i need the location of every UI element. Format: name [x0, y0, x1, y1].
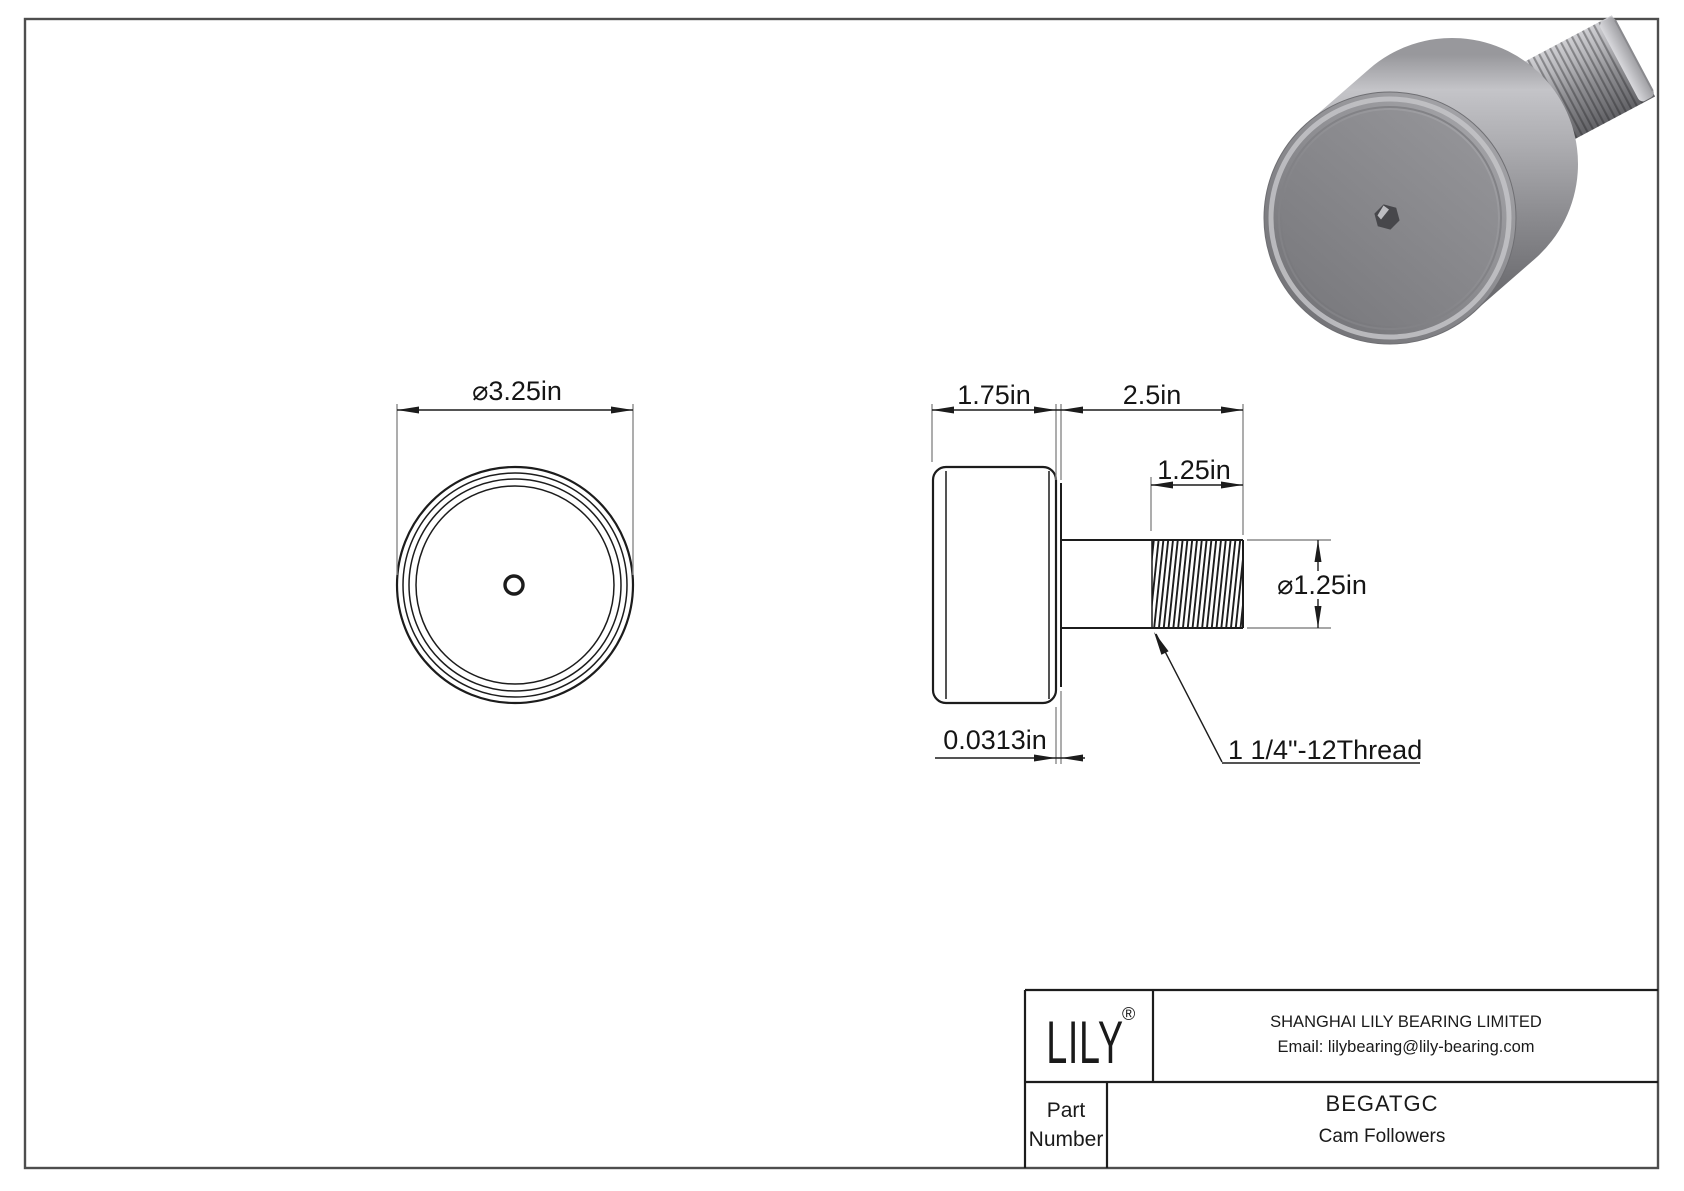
stud-diameter-label: ⌀1.25in: [1272, 571, 1372, 599]
thread-length-label: 1.25in: [1157, 455, 1231, 485]
iso-3d-render: [1263, 15, 1656, 345]
side-view-roller: [931, 465, 1062, 705]
part-number-value: BEGATGC: [1325, 1091, 1439, 1116]
front-view-center-hole: [503, 574, 525, 596]
company-email: Email: lilybearing@lily-bearing.com: [1277, 1038, 1535, 1056]
part-number-label-line1: Part: [1046, 1099, 1086, 1122]
page-border: [23, 17, 1660, 1170]
side-view-drawing: [931, 404, 1420, 764]
side-view-stud: [1061, 539, 1244, 629]
side-view-extension-lines: [931, 404, 1331, 764]
side-view-top-dimensions: [932, 406, 1243, 414]
front-view-diameter-dimension: [397, 406, 633, 414]
side-view-flange-offset-dimension: [935, 754, 1085, 762]
side-view-thread-leader: [1154, 632, 1420, 764]
front-view-drawing: [395, 404, 635, 705]
flange-offset-label: 0.0313in: [943, 725, 1047, 755]
stud-length-label: 2.5in: [1122, 380, 1182, 410]
front-view-diameter-label: ⌀3.25in: [472, 376, 562, 406]
part-number-label-line2: Number: [1028, 1128, 1104, 1151]
front-view-extension-lines: [396, 404, 634, 575]
roller-width-label: 1.75in: [957, 380, 1031, 410]
lily-logo: LILY: [1046, 1009, 1124, 1076]
company-name: SHANGHAI LILY BEARING LIMITED: [1270, 1013, 1542, 1031]
part-category: Cam Followers: [1318, 1126, 1446, 1147]
registered-trademark-icon: ®: [1122, 1004, 1136, 1024]
title-block-grid: [1023, 988, 1658, 1168]
iso-face-rim-highlight: [1268, 96, 1512, 340]
iso-hex-highlight: [1377, 205, 1389, 220]
side-view-thread-hatch: [1152, 540, 1243, 628]
side-view-thread-length-dimension: [1151, 481, 1243, 489]
thread-spec-label: 1 1/4"-12Thread: [1228, 735, 1423, 765]
iso-face-seam: [1278, 106, 1502, 330]
